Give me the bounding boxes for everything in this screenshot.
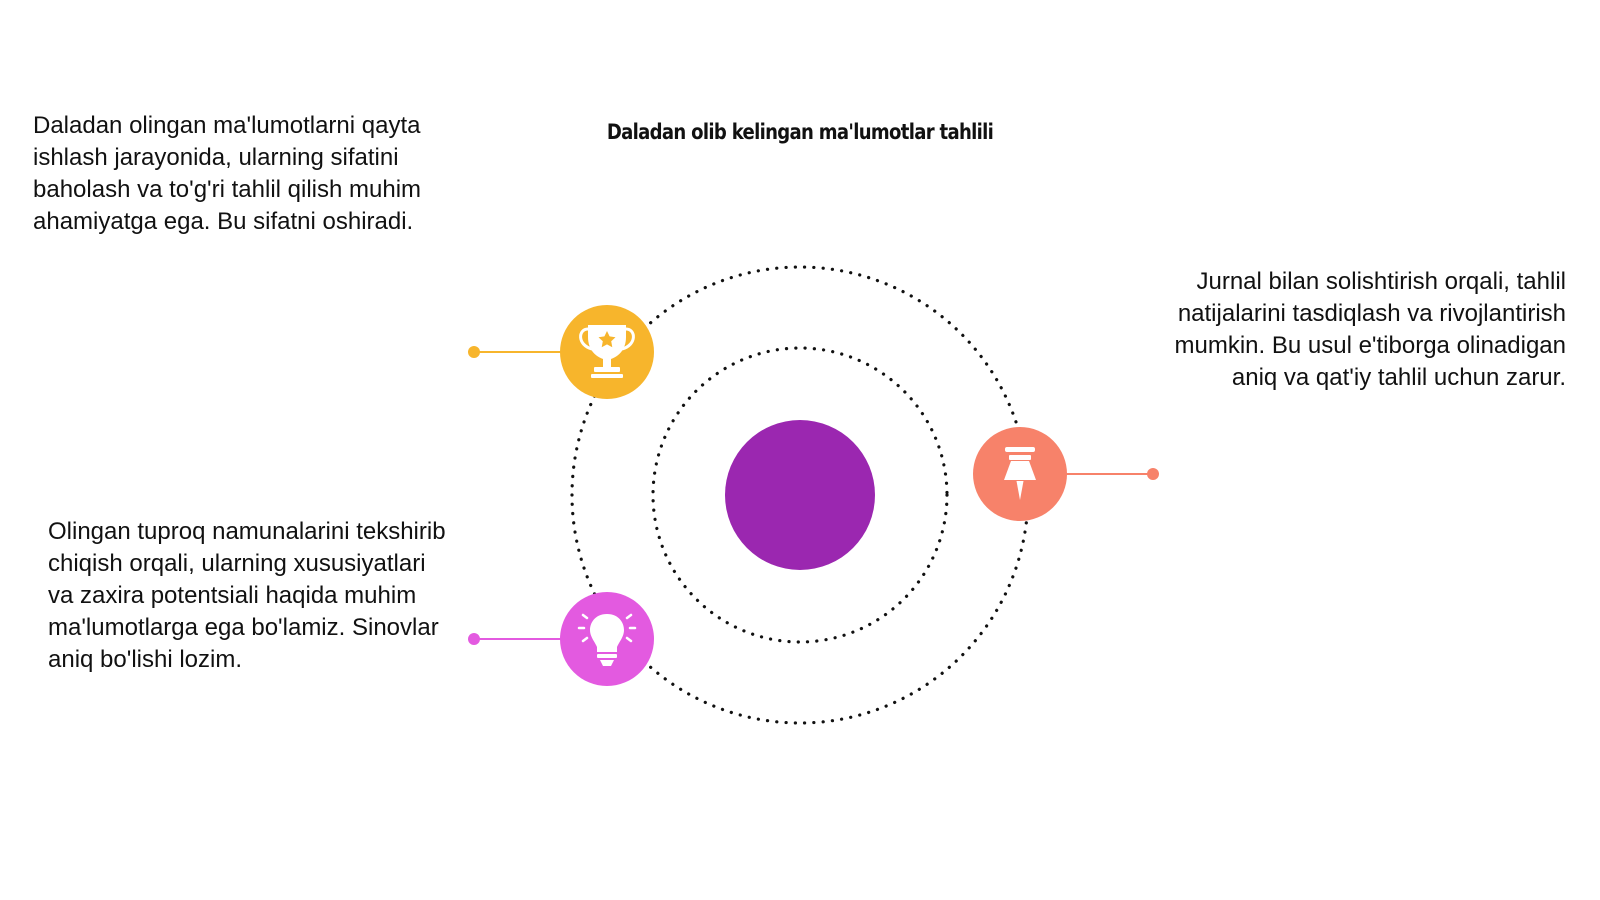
text-block-bottom-left: Olingan tuproq namunalarini tekshirib ch… xyxy=(48,518,446,673)
connector-dot-lightbulb xyxy=(468,633,480,645)
pushpin-icon xyxy=(1004,447,1036,500)
node-lightbulb xyxy=(468,592,654,686)
inner-orbit xyxy=(651,346,949,644)
trophy-icon xyxy=(579,325,635,378)
node-pushpin xyxy=(973,427,1159,521)
node-trophy xyxy=(468,305,654,399)
text-block-right: Jurnal bilan solishtirish orqali, tahlil… xyxy=(1174,268,1566,391)
text-block-top-left: Daladan olingan ma'lumotlarni qayta ishl… xyxy=(33,112,422,235)
lightbulb-icon xyxy=(577,613,637,666)
center-circle xyxy=(725,420,875,570)
page-title: Daladan olib kelingan ma'lumotlar tahlil… xyxy=(606,120,994,144)
connector-dot-pushpin xyxy=(1147,468,1159,480)
connector-dot-trophy xyxy=(468,346,480,358)
